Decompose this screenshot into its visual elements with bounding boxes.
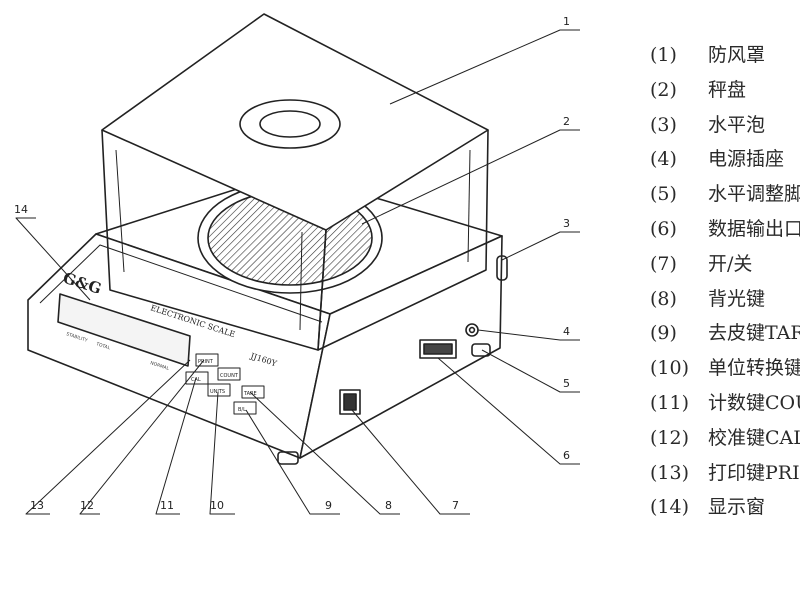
key-cal: CAL [191, 377, 201, 383]
legend-text: 开/关 [708, 252, 753, 275]
legend-number: (10) [650, 357, 690, 380]
legend-number: (12) [650, 426, 690, 449]
callout-6: 6 [563, 449, 570, 462]
legend-item: (8) 背光键 [650, 282, 800, 317]
legend-text: 防风罩 [708, 44, 766, 66]
key-units: UNITS [210, 389, 225, 395]
legend-text: 水平泡 [708, 113, 766, 136]
callout-14: 14 [14, 203, 28, 216]
legend-item: (9) 去皮键TARE [650, 316, 800, 351]
legend-text: 背光键 [708, 287, 766, 310]
legend-text: 电源插座 [708, 148, 785, 171]
legend-text: 显示窗 [708, 496, 766, 519]
legend-number: (7) [650, 252, 677, 275]
legend-item: (6) 数据输出口 [650, 212, 800, 247]
legend-text: 打印键PRINT [708, 461, 800, 484]
legend-item: (10) 单位转换键 [650, 351, 800, 386]
legend-text: 校准键CAL [708, 426, 800, 449]
legend-item: (2) 秤盘 [650, 73, 800, 108]
key-print: PRINT [198, 359, 214, 365]
callout-4: 4 [563, 325, 570, 338]
callout-9: 9 [325, 499, 332, 512]
legend-number: (11) [650, 391, 690, 414]
parts-legend: (1) 防风罩 (2) 秤盘 (3) 水平泡 (4) 电源插座 (5) 水平调整脚 (6)… [650, 38, 800, 578]
legend-number: (4) [650, 148, 677, 171]
legend-item: (12) 校准键CAL [650, 421, 800, 456]
legend-number: (3) [650, 113, 677, 136]
bubble-level [496, 255, 508, 281]
legend-item: (11) 计数键COUNT [650, 386, 800, 421]
leveling-foot [277, 451, 299, 465]
legend-text: 秤盘 [708, 78, 747, 101]
legend-text: 水平调整脚 [708, 183, 800, 206]
callout-5: 5 [563, 377, 570, 390]
legend-text: 去皮键TARE [708, 322, 800, 345]
callout-2: 2 [563, 115, 570, 128]
legend-item: (14) 显示窗 [650, 490, 800, 525]
legend-number: (14) [650, 496, 690, 519]
legend-number: (6) [650, 217, 677, 240]
legend-number: (13) [650, 461, 690, 484]
legend-number: (1) [650, 44, 677, 66]
callout-11: 11 [160, 499, 174, 512]
legend-number: (8) [650, 287, 677, 310]
legend-text: 单位转换键 [708, 357, 800, 380]
key-count: COUNT [220, 373, 239, 379]
legend-text: 计数键COUNT [708, 391, 800, 414]
display-sublabel-normal: NORMAL [149, 360, 170, 372]
callout-7: 7 [452, 499, 459, 512]
shield-top-opening [239, 99, 341, 149]
callout-10: 10 [210, 499, 224, 512]
display-sublabel-total: TOTAL [94, 341, 111, 352]
power-switch [339, 389, 361, 415]
callout-8: 8 [385, 499, 392, 512]
legend-item: (13) 打印键PRINT [650, 456, 800, 491]
legend-number: (2) [650, 78, 677, 101]
legend-item: (3) 水平泡 [650, 108, 800, 143]
legend-item: (1) 防风罩 [650, 38, 800, 73]
callout-12: 12 [80, 499, 94, 512]
keypad [185, 353, 265, 415]
legend-item: (7) 开/关 [650, 247, 800, 282]
key-backlight: B/L [238, 407, 246, 413]
legend-item: (5) 水平调整脚 [650, 177, 800, 212]
legend-number: (5) [650, 183, 677, 206]
display-window [57, 293, 191, 367]
callout-13: 13 [30, 499, 44, 512]
legend-text: 数据输出口 [708, 217, 800, 240]
legend-number: (9) [650, 322, 677, 345]
callout-1: 1 [563, 15, 570, 28]
callout-3: 3 [563, 217, 570, 230]
key-tare: TARE [243, 391, 257, 397]
legend-item: (4) 电源插座 [650, 142, 800, 177]
scale-diagram: G&G ELECTRONIC SCALE JJ160Y STABILITY TO… [14, 13, 580, 515]
